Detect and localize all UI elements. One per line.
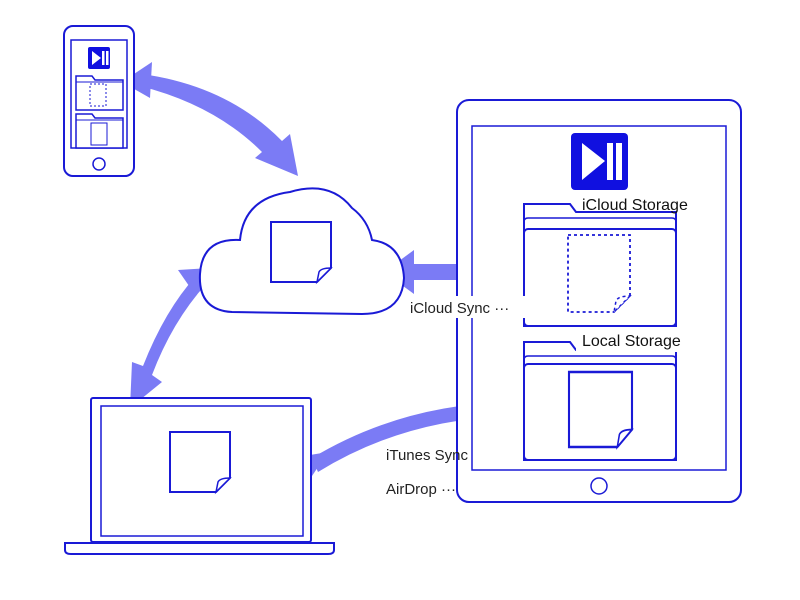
folder-icon	[75, 113, 124, 149]
ipad-device	[456, 99, 742, 503]
laptop-device	[64, 397, 335, 555]
document-icon	[169, 431, 231, 493]
document-icon	[567, 234, 632, 315]
icloud-storage-label: iCloud Storage	[582, 197, 688, 214]
icloud-storage-folder	[523, 203, 677, 327]
play-pause-icon	[571, 133, 628, 190]
iphone-device	[63, 25, 135, 177]
itunes-sync-label: iTunes Sync	[386, 447, 468, 464]
local-storage-label: Local Storage	[582, 333, 681, 350]
arrow-cloud-laptop	[130, 268, 210, 408]
document-icon	[270, 221, 332, 283]
local-storage-folder	[523, 341, 677, 461]
arrow-iphone-cloud	[122, 62, 298, 176]
icloud-sync-label: iCloud Sync ···	[410, 300, 509, 317]
airdrop-label: AirDrop ···	[386, 481, 456, 498]
play-pause-icon	[88, 47, 110, 69]
folder-icon	[75, 75, 124, 111]
icloud-cloud	[198, 187, 406, 316]
document-icon	[567, 370, 634, 449]
